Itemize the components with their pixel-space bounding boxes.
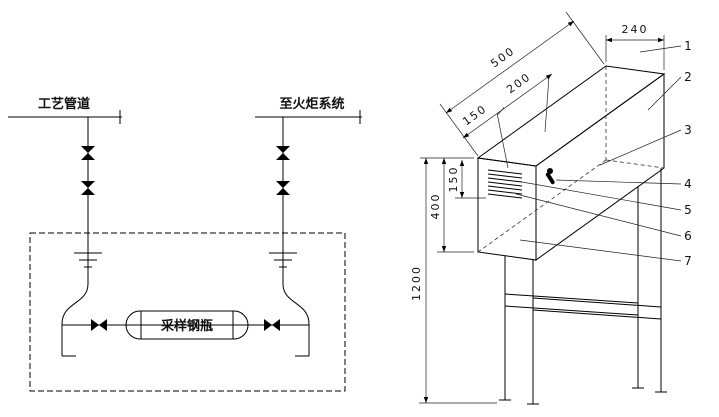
callout-4: 4 [684, 177, 692, 191]
stand-rail [532, 297, 662, 308]
dim-400-label: 400 [429, 193, 442, 220]
ground-icon [74, 252, 102, 268]
left-swan-neck-pipe [61, 283, 89, 356]
flare-system-label: 至火炬系统 [279, 96, 344, 112]
dimension-stand-height: 1200 [410, 158, 497, 404]
dim-150-pos-label: 150 [460, 102, 489, 128]
valve-icon [81, 146, 95, 160]
stand-rail [504, 305, 639, 316]
dim-240-label: 240 [622, 23, 649, 36]
ground-icon [269, 252, 297, 268]
callout-2: 2 [684, 70, 692, 84]
support-stand [499, 168, 667, 405]
dimension-cabinet-height: 400 [429, 158, 474, 253]
dimension-positions: 150 200 [460, 70, 553, 169]
sample-cylinder: 采样钢瓶 [125, 310, 249, 340]
stand-rail [504, 293, 639, 304]
callout-5: 5 [684, 203, 692, 217]
callout-leaders [515, 45, 682, 262]
dimension-width: 240 [605, 23, 665, 70]
valve-icon [91, 319, 107, 331]
door-handle-icon [545, 168, 555, 185]
valve-icon [276, 146, 290, 160]
dim-150-louver-label: 150 [447, 166, 460, 193]
callout-6: 6 [684, 229, 692, 243]
valve-icon [276, 181, 290, 195]
louver-icon [487, 169, 523, 199]
isometric-cabinet-drawing: 240 500 150 200 [410, 11, 692, 405]
right-swan-neck-pipe [282, 283, 310, 356]
dimension-louver-height: 150 [420, 157, 486, 199]
cabinet-box [476, 65, 666, 261]
dim-200-pos-label: 200 [504, 70, 533, 96]
callout-1: 1 [684, 39, 692, 53]
valve-icon [81, 181, 95, 195]
process-pipeline-label: 工艺管道 [38, 96, 90, 112]
valve-icon [264, 319, 280, 331]
callout-7: 7 [684, 254, 692, 268]
enclosure-boundary [29, 232, 346, 392]
dim-500-label: 500 [488, 44, 517, 70]
sample-cylinder-label: 采样钢瓶 [160, 318, 213, 334]
dim-1200-label: 1200 [410, 265, 423, 301]
callout-3: 3 [684, 123, 692, 137]
stand-rail [532, 309, 662, 320]
left-piping-schematic: 工艺管道 至火炬系统 [8, 96, 362, 392]
cabinet-hidden-edges [477, 66, 665, 253]
